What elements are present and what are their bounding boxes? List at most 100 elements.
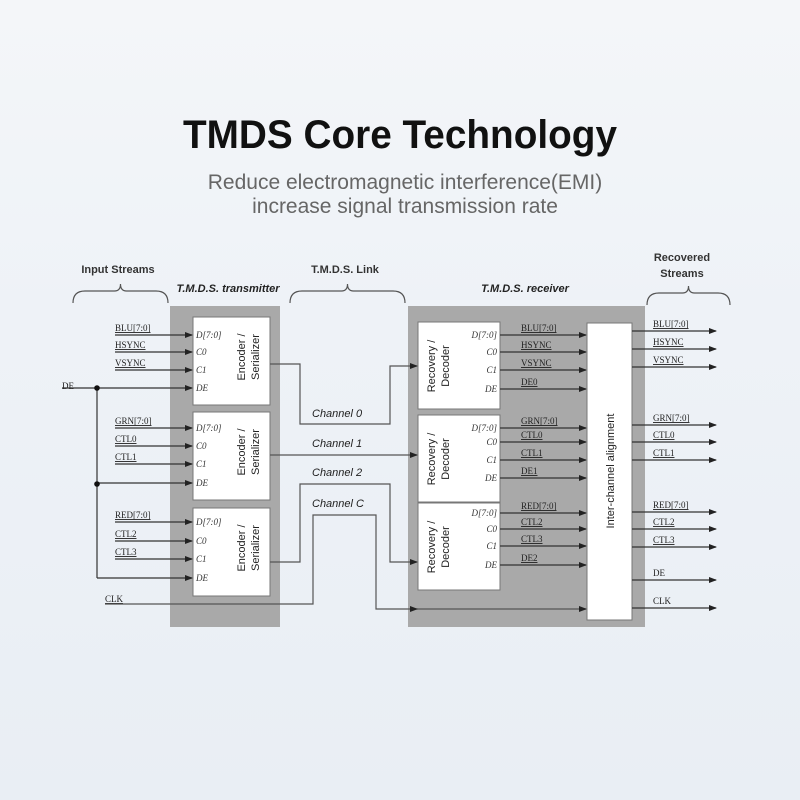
decoder-label-line-1: Recovery / [426, 432, 438, 486]
input-streams-header: Input Streams [81, 264, 154, 276]
output-signal-label: VSYNC [653, 355, 684, 365]
decoder-pin-label: C1 [486, 365, 497, 375]
link-brace [289, 283, 406, 304]
channel-0-wire [270, 363, 418, 425]
junction-dot [94, 481, 100, 487]
channel-2-label: Channel 2 [312, 467, 362, 479]
encoder-pin-label: C1 [196, 554, 207, 564]
output-signal-label: CTL0 [653, 430, 675, 440]
input-signal-label: GRN[7:0] [115, 416, 152, 426]
input-signal-label: CTL1 [115, 452, 137, 462]
receiver-signal-label: GRN[7:0] [521, 416, 558, 426]
decoder-label-line-1: Recovery / [426, 520, 438, 574]
encoder-label-line-1: Encoder / [236, 428, 248, 476]
receiver-signal-label: RED[7:0] [521, 501, 557, 511]
decoder-label-line-2: Decoder [440, 345, 452, 387]
encoder-pin-label: DE [195, 478, 208, 488]
input-signal-label: CTL3 [115, 547, 137, 557]
de-input-label: DE [62, 381, 74, 391]
output-signal-label: HSYNC [653, 337, 684, 347]
decoder-box-1 [417, 414, 501, 503]
encoder-pin-label: C0 [196, 441, 207, 451]
alignment-box [586, 322, 633, 621]
decoder-pin-label: C1 [486, 455, 497, 465]
output-signal-label: GRN[7:0] [653, 413, 690, 423]
receiver-signal-label: CTL2 [521, 517, 543, 527]
encoder-label-line-2: Serializer [250, 334, 262, 380]
decoder-pin-label: C1 [486, 541, 497, 551]
output-de-label: DE [653, 568, 665, 578]
encoder-pin-label: D[7:0] [195, 423, 222, 433]
output-signal-label: BLU[7:0] [653, 319, 689, 329]
decoder-pin-label: D[7:0] [470, 330, 497, 340]
encoder-box-1 [192, 411, 271, 501]
recovered-brace [646, 285, 731, 306]
channel-1-label: Channel 1 [312, 438, 362, 450]
decoder-pin-label: DE [484, 473, 497, 483]
receiver-signal-label: CTL0 [521, 430, 543, 440]
clk-input-label: CLK [105, 594, 124, 604]
receiver-signal-label: DE1 [521, 466, 538, 476]
output-clk-label: CLK [653, 596, 672, 606]
encoder-label-line-1: Encoder / [236, 333, 248, 381]
receiver-signal-label: DE2 [521, 553, 538, 563]
receiver-header: T.M.D.S. receiver [481, 283, 570, 295]
encoder-label-line-1: Encoder / [236, 524, 248, 572]
encoder-label-line-2: Serializer [250, 429, 262, 475]
receiver-signal-label: VSYNC [521, 358, 552, 368]
output-signal-label: CTL2 [653, 517, 675, 527]
subtitle-line-1: Reduce electromagnetic interference(EMI) [208, 171, 603, 194]
encoder-box-2 [192, 507, 271, 597]
decoder-label-line-1: Recovery / [426, 339, 438, 393]
receiver-signal-label: BLU[7:0] [521, 323, 557, 333]
decoder-pin-label: D[7:0] [470, 508, 497, 518]
input-signal-label: CTL2 [115, 529, 137, 539]
encoder-box-0 [192, 316, 271, 406]
input-signal-label: CTL0 [115, 434, 137, 444]
input-signal-label: RED[7:0] [115, 510, 151, 520]
encoder-pin-label: C1 [196, 459, 207, 469]
output-signal-label: CTL3 [653, 535, 675, 545]
transmitter-header: T.M.D.S. transmitter [176, 283, 280, 295]
receiver-signal-label: CTL1 [521, 448, 543, 458]
encoder-pin-label: C1 [196, 365, 207, 375]
channel-0-label: Channel 0 [312, 408, 363, 420]
decoder-pin-label: C0 [486, 437, 497, 447]
encoder-pin-label: D[7:0] [195, 517, 222, 527]
channel-2-wire [270, 483, 418, 565]
receiver-signal-label: DE0 [521, 377, 538, 387]
decoder-label-line-2: Decoder [440, 526, 452, 568]
receiver-signal-label: CTL3 [521, 534, 543, 544]
encoder-pin-label: DE [195, 573, 208, 583]
page-title: TMDS Core Technology [183, 113, 618, 157]
input-signal-label: BLU[7:0] [115, 323, 151, 333]
decoder-pin-label: DE [484, 384, 497, 394]
clk-arrow-icon [410, 606, 418, 612]
input-signal-label: HSYNC [115, 340, 146, 350]
decoder-box-2 [417, 502, 501, 591]
junction-dot [94, 385, 100, 391]
decoder-pin-label: D[7:0] [470, 423, 497, 433]
receiver-signal-label: HSYNC [521, 340, 552, 350]
de-trunk [62, 387, 98, 578]
decoder-pin-label: DE [484, 560, 497, 570]
encoder-pin-label: DE [195, 383, 208, 393]
encoder-pin-label: D[7:0] [195, 330, 222, 340]
alignment-label: Inter-channel alignment [605, 414, 617, 529]
output-signal-label: CTL1 [653, 448, 675, 458]
link-header: T.M.D.S. Link [311, 264, 380, 276]
recovered-header-line-2: Streams [660, 268, 703, 280]
decoder-box-0 [417, 321, 501, 410]
recovered-header-line-1: Recovered [654, 252, 710, 264]
channel-c-label: Channel C [312, 498, 364, 510]
input-signal-label: VSYNC [115, 358, 146, 368]
decoder-label-line-2: Decoder [440, 438, 452, 480]
encoder-pin-label: C0 [196, 347, 207, 357]
input-streams-brace [72, 283, 169, 304]
encoder-pin-label: C0 [196, 536, 207, 546]
decoder-pin-label: C0 [486, 347, 497, 357]
encoder-label-line-2: Serializer [250, 525, 262, 571]
decoder-pin-label: C0 [486, 524, 497, 534]
subtitle-line-2: increase signal transmission rate [252, 195, 558, 218]
